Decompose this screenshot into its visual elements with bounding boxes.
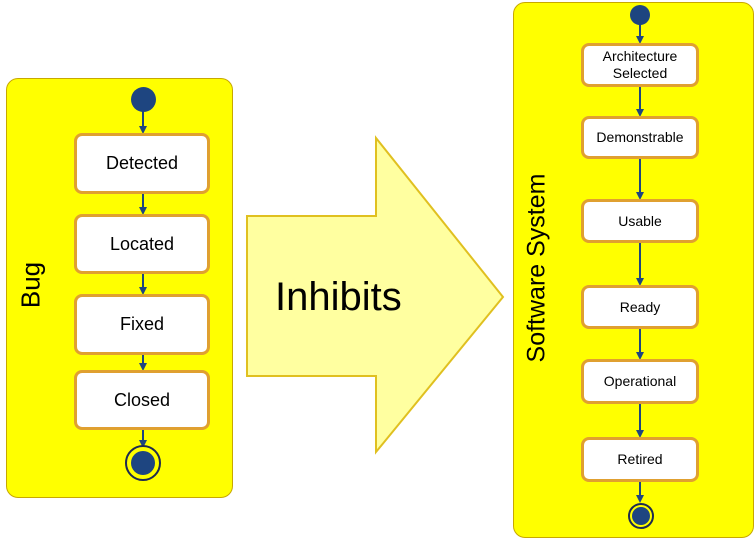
inhibits-arrow-shape [246, 135, 505, 455]
sw-state-retired: Retired [581, 437, 699, 482]
software-system-title: Software System [522, 173, 551, 363]
bug-title: Bug [15, 261, 46, 309]
inhibits-label: Inhibits [275, 275, 402, 319]
bug-state-fixed: Fixed [74, 294, 210, 355]
bug-final-node [131, 451, 155, 475]
sw-initial-node [630, 5, 650, 25]
sw-state-demonstrable: Demonstrable [581, 116, 699, 159]
bug-state-closed: Closed [74, 370, 210, 430]
sw-state-operational: Operational [581, 359, 699, 404]
bug-state-located: Located [74, 214, 210, 274]
sw-state-ready: Ready [581, 285, 699, 329]
bug-initial-node [131, 87, 156, 112]
sw-final-node [632, 507, 650, 525]
sw-state-architecture-selected: Architecture Selected [581, 43, 699, 87]
sw-state-usable: Usable [581, 199, 699, 243]
bug-state-detected: Detected [74, 133, 210, 194]
